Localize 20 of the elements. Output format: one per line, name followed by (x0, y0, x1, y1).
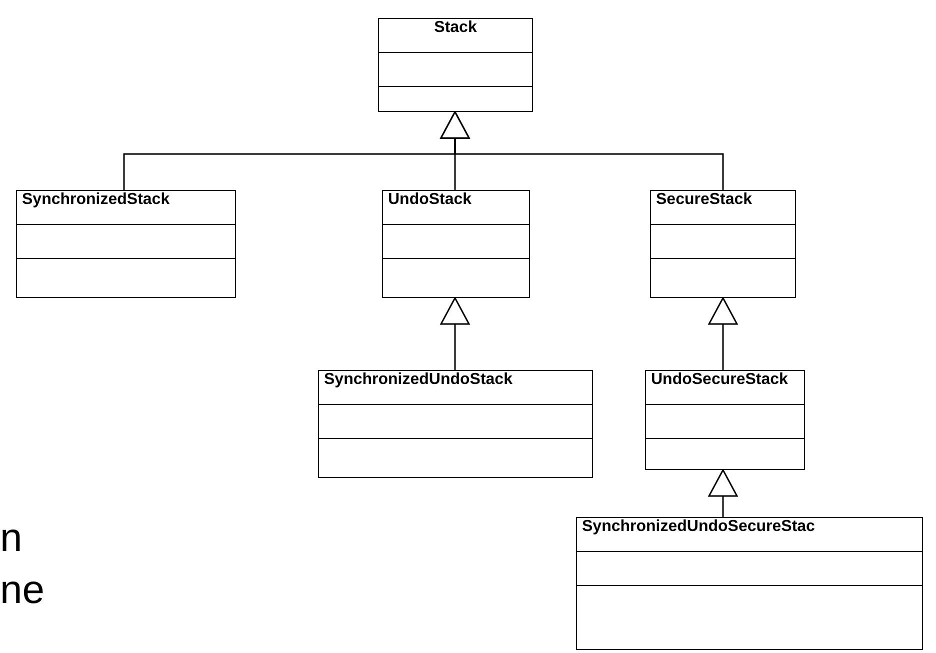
class-name: SynchronizedStack (17, 191, 235, 225)
class-box (576, 517, 923, 650)
class-name: SecureStack (651, 191, 795, 225)
class-box (382, 190, 530, 298)
class-name: Stack (379, 19, 532, 53)
class-name: UndoSecureStack (646, 371, 804, 405)
inheritance-arrow (708, 297, 738, 370)
class-box (378, 18, 533, 112)
class-name: UndoStack (383, 191, 529, 225)
class-box (318, 370, 593, 478)
class-box (16, 190, 236, 298)
class-box (645, 370, 805, 470)
inheritance-arrow (440, 111, 724, 190)
class-box (650, 190, 796, 298)
inheritance-arrow (708, 469, 738, 517)
inheritance-arrow (440, 297, 470, 370)
class-name: SynchronizedUndoSecureStac (577, 518, 922, 552)
slide-text: n (0, 518, 22, 558)
slide-text: ne (0, 570, 44, 610)
class-name: SynchronizedUndoStack (319, 371, 592, 405)
